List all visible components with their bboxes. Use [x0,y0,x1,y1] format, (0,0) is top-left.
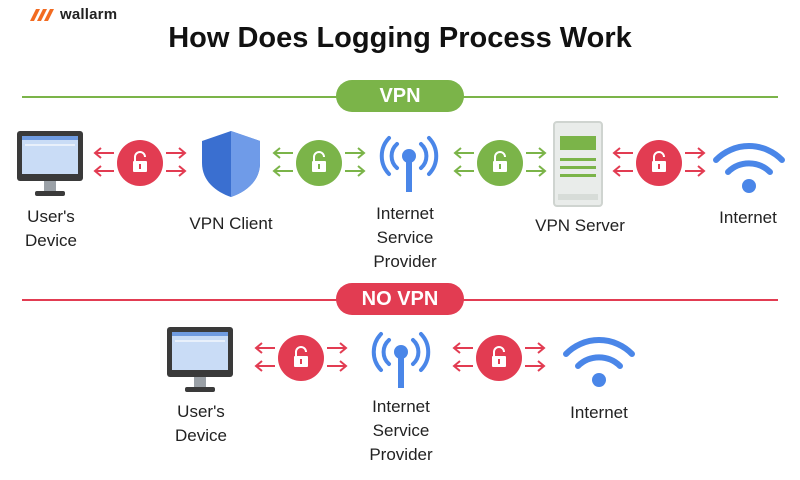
vpn-link-4 [612,140,706,186]
no-vpn-node-label-users-device: User's Device [175,402,227,445]
vpn-node-label-users-device: User's Device [25,207,77,250]
vpn-user-device-monitor-icon [17,131,83,196]
no-vpn-section-label: NO VPN [336,283,464,315]
vpn-server-icon [553,121,603,207]
vpn-link-1 [93,140,187,186]
vpn-node-label-vpn-client: VPN Client [189,214,273,233]
no-vpn-node-label-isp: Internet Service Provider [369,397,433,464]
no-vpn-node-label-internet: Internet [570,403,628,422]
vpn-link-2 [272,140,366,186]
no-vpn-link-1 [254,335,348,381]
vpn-internet-wifi-icon [713,143,785,193]
no-vpn-isp-antenna-icon [371,332,431,388]
vpn-node-label-internet: Internet [719,208,777,227]
vpn-link-3 [453,140,547,186]
wallarm-logo: wallarm [30,6,117,23]
vpn-section-label: VPN [336,80,464,112]
page-title: How Does Logging Process Work [168,22,632,54]
vpn-client-shield-icon [202,131,260,197]
no-vpn-internet-wifi-icon [563,337,635,387]
vpn-node-label-vpn-server: VPN Server [535,216,625,235]
no-vpn-user-device-monitor-icon [167,327,233,392]
vpn-isp-antenna-icon [379,136,439,192]
vpn-node-label-isp: Internet Service Provider [373,204,437,271]
brand-name: wallarm [60,6,118,23]
no-vpn-link-2 [452,335,546,381]
wallarm-logo-icon [30,8,54,21]
